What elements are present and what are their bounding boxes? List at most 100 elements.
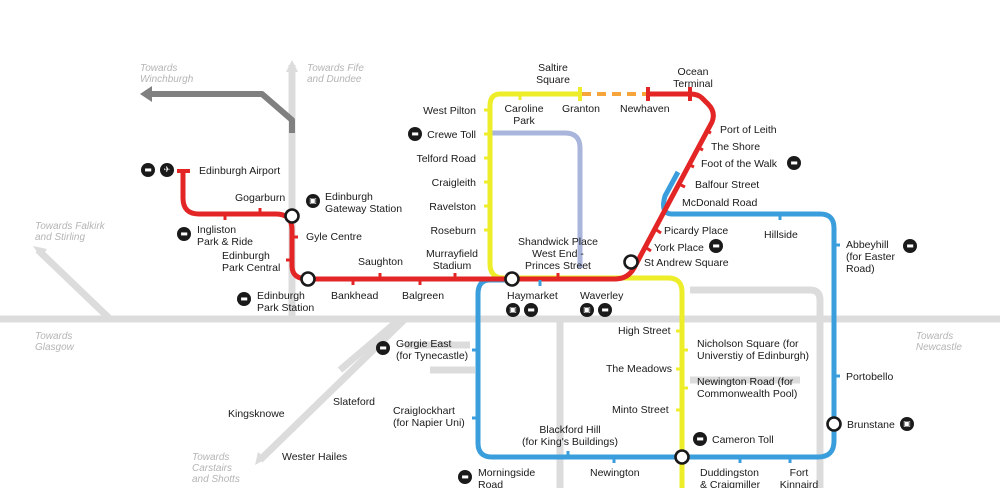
station-gyle-centre[interactable]: Gyle Centre — [306, 231, 363, 243]
bus-icon: ▬ — [376, 341, 390, 355]
bus-icon: ▬ — [709, 239, 723, 253]
station-telford-road[interactable]: Telford Road — [416, 153, 476, 165]
interchange-gogarburn — [284, 208, 300, 224]
train-icon: ▣ — [580, 303, 594, 317]
station-crewe-toll[interactable]: Crewe Toll — [427, 129, 476, 141]
station-foot-of-the-walk[interactable]: Foot of the Walk — [701, 158, 778, 170]
station-hillside[interactable]: Hillside — [764, 229, 798, 241]
bus-icon: ▬ — [693, 432, 707, 446]
bus-icon: ▬ — [237, 292, 251, 306]
interchange-brunstane — [826, 416, 842, 432]
bus-icon: ▬ — [524, 303, 538, 317]
bus-icon: ▬ — [598, 303, 612, 317]
station-gogarburn[interactable]: Gogarburn — [235, 192, 286, 204]
rail-east-loop — [690, 286, 824, 488]
rail-arrow-carstairs — [255, 452, 266, 465]
blue-station-ticks — [472, 214, 840, 463]
station-minto-street[interactable]: Minto Street — [612, 404, 669, 416]
station-balfour-street[interactable]: Balfour Street — [695, 179, 760, 191]
station-shandwick-place[interactable]: Shandwick Place — [518, 236, 598, 248]
station-ravelston[interactable]: Ravelston — [429, 201, 476, 213]
interchange-cameron-toll — [674, 449, 690, 465]
station-blackford-hill[interactable]: Blackford Hill(for King's Buildings) — [522, 424, 618, 448]
station-mcdonald-road[interactable]: McDonald Road — [682, 197, 758, 209]
bus-icon: ▬ — [177, 227, 191, 241]
train-icon: ▣ — [306, 194, 320, 208]
interchange-haymarket — [504, 271, 520, 287]
line-red — [180, 91, 716, 282]
station-high-street[interactable]: High Street — [618, 325, 671, 337]
station-wester-hailes[interactable]: Wester Hailes — [282, 451, 348, 463]
station-york-place[interactable]: York Place — [654, 242, 704, 254]
station-newhaven[interactable]: Newhaven — [620, 103, 670, 115]
station-saughton[interactable]: Saughton — [358, 256, 403, 268]
rail-arrow-north — [286, 60, 298, 72]
interchange-edinburgh-park — [300, 271, 316, 287]
station-west-end[interactable]: West End -Princes Street — [525, 248, 591, 272]
station-cameron-toll[interactable]: Cameron Toll — [712, 434, 774, 446]
station-st-andrew-square[interactable]: St Andrew Square — [644, 257, 729, 269]
station-west-pilton[interactable]: West Pilton — [423, 105, 476, 117]
plane-icon: ✈ — [160, 163, 174, 177]
bus-icon: ▬ — [141, 163, 155, 177]
arrow-winchburgh — [140, 86, 152, 102]
station-duddingston[interactable]: Duddingston& Craigmiller — [700, 467, 761, 488]
rail-slateford-spur — [337, 316, 403, 373]
station-port-of-leith[interactable]: Port of Leith — [720, 124, 777, 136]
bus-icon: ▬ — [408, 127, 422, 141]
bus-icon: ▬ — [458, 470, 472, 484]
station-the-shore[interactable]: The Shore — [711, 141, 761, 153]
station-picardy-place[interactable]: Picardy Place — [664, 225, 729, 237]
line-lavender — [490, 130, 583, 268]
bus-icon: ▬ — [903, 239, 917, 253]
station-haymarket[interactable]: Haymarket — [507, 290, 558, 302]
station-roseburn[interactable]: Roseburn — [430, 225, 476, 237]
station-gorgie-east[interactable]: Gorgie East(for Tynecastle) — [396, 338, 469, 362]
station-balgreen[interactable]: Balgreen — [402, 290, 445, 302]
station-craigleith[interactable]: Craigleith — [431, 177, 476, 189]
rail-arrow-falkirk — [33, 246, 47, 258]
line-blue — [475, 170, 837, 460]
bus-icon: ▬ — [787, 156, 801, 170]
yellow-station-ticks — [484, 94, 688, 412]
station-newington[interactable]: Newington — [590, 467, 640, 479]
station-the-meadows[interactable]: The Meadows — [606, 363, 672, 375]
station-waverley[interactable]: Waverley — [580, 290, 624, 302]
station-bankhead[interactable]: Bankhead — [331, 290, 379, 302]
station-craiglockhart[interactable]: Craiglockhart(for Napier Uni) — [393, 405, 465, 429]
line-yellow — [487, 91, 685, 488]
station-brunstane[interactable]: Brunstane — [847, 419, 895, 431]
station-edinburgh-airport[interactable]: Edinburgh Airport — [199, 165, 281, 177]
termini-caps — [177, 87, 692, 173]
station-granton[interactable]: Granton — [562, 103, 600, 115]
interchange-st-andrew-square — [623, 254, 639, 270]
train-icon: ▣ — [506, 303, 520, 317]
line-winchburgh — [150, 91, 295, 133]
red-station-ticks — [223, 128, 712, 285]
station-portobello[interactable]: Portobello — [846, 371, 894, 383]
station-kingsknowe[interactable]: Kingsknowe — [228, 408, 285, 420]
interchange-stations — [284, 208, 842, 465]
station-slateford[interactable]: Slateford — [333, 396, 376, 408]
